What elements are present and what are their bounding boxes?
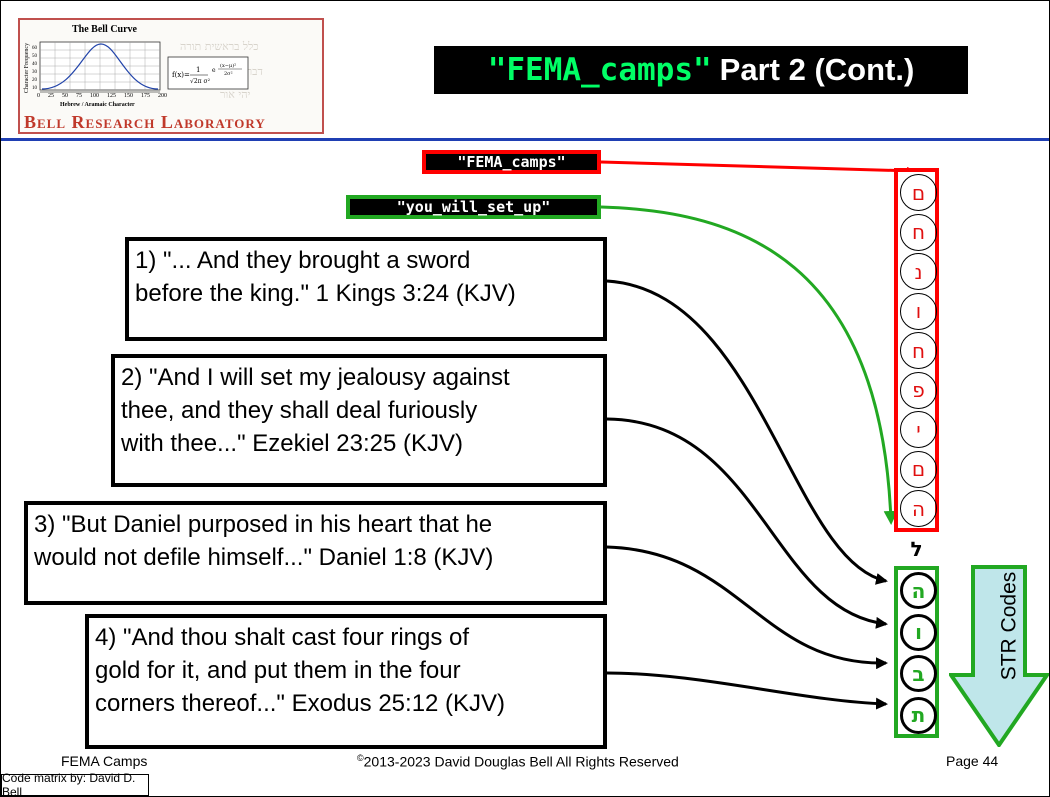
verse-line: before the king." 1 Kings 3:24 (KJV) (135, 280, 516, 307)
matrix-letter-green: ה (900, 572, 937, 609)
bell-research-logo: כלל בראשית תורה דבר תורה אמר יהי אור (18, 18, 324, 134)
verse-line: gold for it, and put them in the four (95, 657, 461, 684)
logo-y-tick: 60 (32, 46, 37, 51)
verse-line: 3) "But Daniel purposed in his heart tha… (34, 511, 493, 538)
svg-text:1: 1 (196, 66, 200, 74)
verse1-connector (606, 279, 888, 585)
matrix-letter-green: ת (900, 696, 937, 734)
verse-box-3: 3) "But Daniel purposed in his heart tha… (24, 501, 607, 605)
logo-brand-label: Bell Research Laboratory (24, 112, 266, 132)
logo-x-tick: 175 (141, 93, 150, 99)
verse4-connector (606, 671, 888, 710)
verse-line: 2) "And I will set my jealousy against (121, 364, 510, 391)
term-fema-camps: "FEMA_camps" (422, 150, 601, 174)
logo-x-tick: 0 (37, 93, 40, 99)
matrix-letter-red: ה (900, 490, 937, 527)
verse-box-1: 1) "... And they brought a sword before … (125, 237, 607, 341)
verse-box-2: 2) "And I will set my jealousy against t… (111, 354, 607, 487)
logo-x-tick: 50 (62, 93, 68, 99)
footer-page-number: Page 44 (946, 753, 999, 769)
term1-connector (600, 160, 915, 175)
logo-y-ticks: 60 50 40 30 20 10 (32, 45, 40, 93)
logo-y-tick: 30 (32, 70, 37, 75)
matrix-letter-red: ו (900, 292, 937, 330)
svg-text:2σ²: 2σ² (224, 71, 233, 77)
logo-y-axis-label: Character Frequency (24, 42, 30, 94)
svg-text:e: e (212, 67, 216, 74)
matrix-letter-green: ב (900, 655, 937, 692)
logo-brand-text: Bell Research Laboratory (24, 112, 266, 133)
verse-line: would not defile himself..." Daniel 1:8 … (34, 544, 494, 571)
logo-x-tick: 75 (76, 93, 82, 99)
matrix-letter-red: נ (900, 253, 937, 290)
logo-x-tick: 200 (158, 93, 167, 99)
svg-text:f(x)=: f(x)= (172, 71, 190, 79)
verse-line: with thee..." Ezekiel 23:25 (KJV) (121, 430, 464, 457)
logo-y-tick: 40 (32, 62, 37, 67)
footer-left: FEMA Camps (61, 753, 148, 769)
logo-y-tick: 50 (32, 54, 37, 59)
verse3-connector (606, 545, 888, 670)
verse-box-4: 4) "And thou shalt cast four rings of go… (85, 614, 607, 749)
matrix-gap-letter: ל (894, 532, 939, 566)
logo-y-tick: 20 (32, 78, 37, 83)
bg-script: יהי אור (220, 88, 251, 101)
verse-line: corners thereof..." Exodus 25:12 (KJV) (95, 690, 506, 717)
matrix-letter-red: י (900, 411, 937, 448)
title-code: "FEMA_camps" (487, 52, 712, 88)
verse-line: 4) "And thou shalt cast four rings of (95, 624, 470, 651)
matrix-letter-red: ם (900, 174, 937, 211)
logo-x-tick: 25 (48, 93, 54, 99)
str-codes-label-wrap: STR Codes (987, 561, 1031, 691)
logo-x-tick: 150 (124, 93, 133, 99)
logo-x-ticks: 0 25 50 75 100 125 150 175 200 (37, 93, 167, 99)
str-codes-arrow (949, 565, 1049, 747)
title-rest: Part 2 (Cont.) (719, 52, 915, 87)
bell-curve-graphic: כלל בראשית תורה דבר תורה אמר יהי אור (39, 40, 263, 101)
matrix-letter-red: ח (900, 213, 937, 251)
logo-chart-title: The Bell Curve (72, 24, 137, 35)
str-arrow-shape (949, 565, 1049, 747)
verse-line: 1) "... And they brought a sword (135, 247, 471, 274)
matrix-letter-green: ו (900, 613, 937, 651)
verse2-connector (606, 417, 888, 629)
slide-title: "FEMA_camps" Part 2 (Cont.) (434, 46, 968, 94)
logo-x-axis-label: Hebrew / Aramaic Character (60, 102, 135, 108)
logo-x-tick: 100 (90, 93, 99, 99)
svg-text:(x−μ)²: (x−μ)² (220, 62, 236, 69)
matrix-letter-red: פ (900, 371, 937, 409)
header-rule (1, 138, 1049, 141)
matrix-letter-red: ח (900, 332, 937, 369)
str-codes-label: STR Codes (997, 571, 1021, 681)
logo-y-tick: 10 (32, 86, 37, 91)
svg-text:√2π σ²: √2π σ² (190, 78, 211, 85)
footer-center: ©2013-2023 David Douglas Bell All Rights… (357, 753, 679, 770)
verse-line: thee, and they shall deal furiously (121, 397, 478, 424)
credit-box: Code matrix by: David D. Bell (1, 771, 149, 796)
copyright-sign: © (357, 753, 364, 763)
term2-connector (600, 205, 898, 525)
bg-script: כלל בראשית תורה (180, 40, 259, 53)
term-you-will-set-up: "you_will_set_up" (346, 195, 601, 219)
matrix-letter-red: ם (900, 450, 937, 488)
footer-copyright: 2013-2023 David Douglas Bell All Rights … (363, 753, 679, 770)
logo-x-tick: 125 (107, 93, 116, 99)
